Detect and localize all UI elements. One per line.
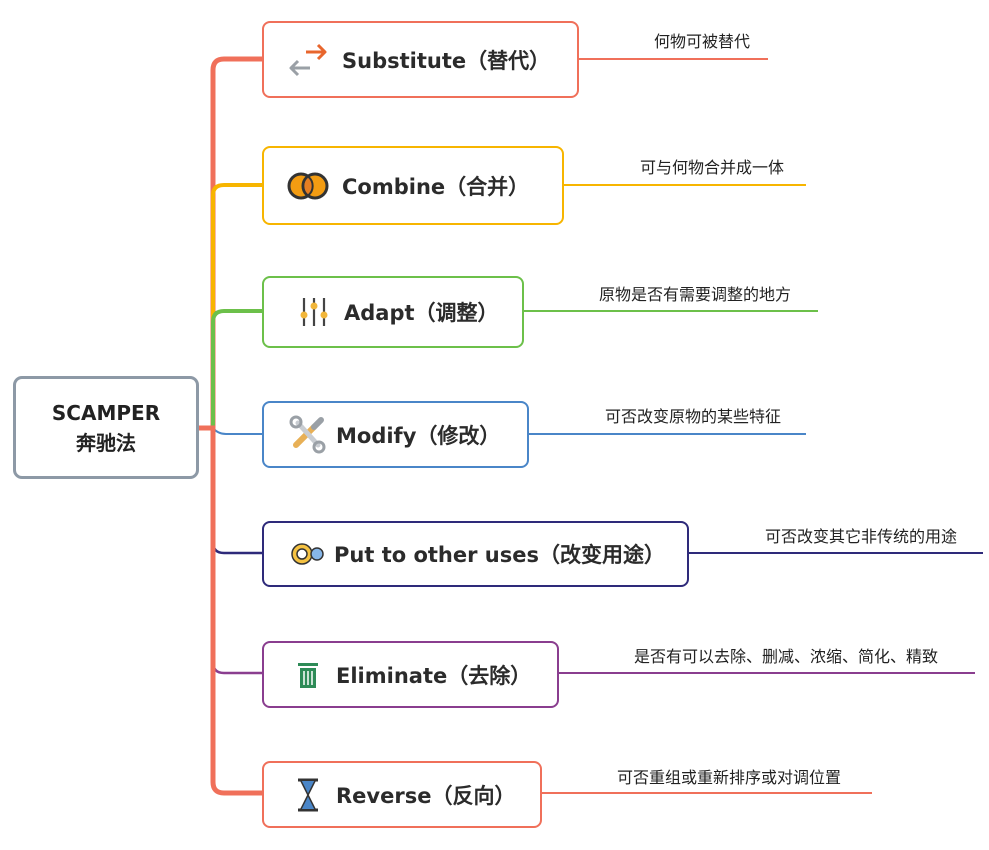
toggle-icon: [286, 532, 330, 576]
tools-icon: [286, 413, 330, 457]
note-reverse: 可否重组或重新排序或对调位置: [617, 768, 842, 787]
note-substitute: 何物可被替代: [654, 32, 751, 51]
node-label-adapt: Adapt（调整）: [344, 301, 499, 325]
trunk-adapt: [211, 309, 262, 430]
node-modify[interactable]: Modify（修改）: [262, 401, 529, 468]
node-put-to-other-uses[interactable]: Put to other uses（改变用途）: [262, 521, 689, 587]
trunk-reverse: [199, 425, 262, 796]
overlapping-circles-icon: [286, 164, 330, 208]
root-node[interactable]: SCAMPER 奔驰法: [13, 376, 199, 479]
swap-arrows-icon: [286, 38, 330, 82]
node-label-combine: Combine（合并）: [342, 174, 530, 199]
note-combine: 可与何物合并成一体: [640, 158, 785, 177]
hourglass-icon: [286, 773, 330, 817]
note-put-to-other-uses: 可否改变其它非传统的用途: [765, 527, 958, 546]
trunk-substitute: [210, 56, 262, 430]
note-eliminate: 是否有可以去除、删减、浓缩、简化、精致: [634, 647, 939, 666]
trunk-combine: [211, 183, 262, 430]
node-label-reverse: Reverse（反向）: [336, 783, 516, 808]
node-eliminate[interactable]: Eliminate（去除）: [262, 641, 559, 708]
node-label-modify: Modify（修改）: [336, 423, 501, 448]
note-adapt: 原物是否有需要调整的地方: [599, 285, 792, 304]
trash-icon: [286, 653, 330, 697]
sliders-icon: [292, 290, 336, 334]
root-title: SCAMPER: [51, 400, 161, 425]
node-label-eliminate: Eliminate（去除）: [336, 663, 532, 688]
root-subtitle: 奔驰法: [76, 430, 136, 455]
note-modify: 可否改变原物的某些特征: [605, 407, 782, 426]
node-adapt[interactable]: Adapt（调整）: [262, 276, 524, 348]
node-substitute[interactable]: Substitute（替代）: [262, 21, 579, 98]
node-label-substitute: Substitute（替代）: [342, 48, 551, 73]
trunk-putto: [211, 430, 262, 555]
node-combine[interactable]: Combine（合并）: [262, 146, 564, 225]
node-reverse[interactable]: Reverse（反向）: [262, 761, 542, 828]
node-label-put-to-other-uses: Put to other uses（改变用途）: [334, 543, 665, 567]
